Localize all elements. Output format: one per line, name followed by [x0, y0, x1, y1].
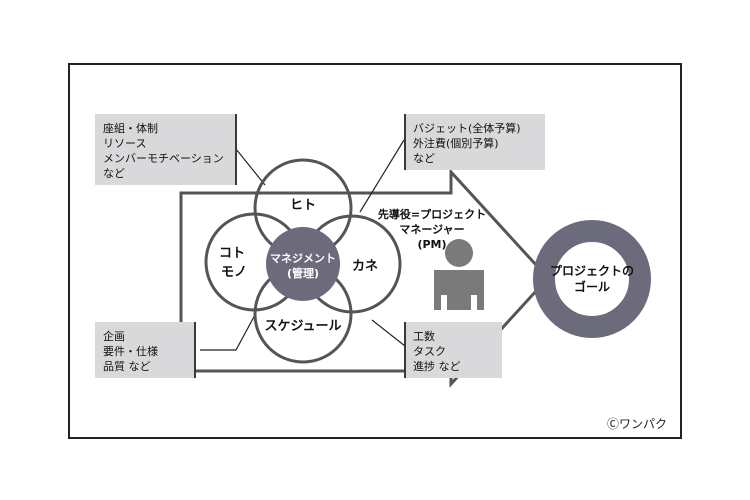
- management-sub-label: (管理): [287, 266, 319, 280]
- note-box-bottom-right: 工数 タスク 進捗 など: [404, 322, 502, 378]
- connector-lines: [200, 139, 406, 351]
- circle-label-kane: カネ: [352, 259, 378, 274]
- goal-ring: [533, 220, 651, 338]
- note-line: など: [413, 152, 435, 165]
- note-line: 要件・仕様: [103, 344, 158, 358]
- note-line: 進捗 など: [413, 359, 461, 373]
- note-line: 品質 など: [103, 359, 151, 373]
- goal-label-line: ゴール: [574, 279, 610, 294]
- copyright-text: Ⓒワンパク: [607, 417, 667, 431]
- note-box-top-left: 座組・体制 リソース メンバーモチベーション など: [95, 114, 237, 185]
- circle-label-hito: ヒト: [290, 198, 316, 213]
- note-line: 座組・体制: [103, 121, 158, 135]
- goal-label-line: プロジェクトの: [550, 263, 634, 278]
- note-line: 企画: [103, 329, 125, 343]
- management-circle: [266, 227, 340, 301]
- person-icon: [434, 239, 484, 310]
- circle-label-mono: モノ: [221, 265, 247, 280]
- management-label: マネジメント: [270, 252, 336, 265]
- circle-label-schedule: スケジュール: [264, 319, 341, 334]
- leader-label-line: (PM): [417, 238, 446, 251]
- note-line: メンバーモチベーション: [103, 152, 224, 165]
- leader-label-line: マネージャー: [399, 223, 464, 236]
- note-line: など: [103, 167, 125, 180]
- note-line: 工数: [413, 330, 435, 343]
- note-line: タスク: [413, 345, 446, 358]
- note-line: リソース: [103, 137, 146, 150]
- note-box-top-right: バジェット(全体予算) 外注費(個別予算) など: [404, 114, 545, 170]
- note-line: バジェット(全体予算): [413, 121, 521, 135]
- circle-label-koto: コト: [219, 246, 245, 261]
- note-box-bottom-left: 企画 要件・仕様 品質 など: [95, 322, 196, 378]
- note-line: 外注費(個別予算): [413, 136, 499, 150]
- leader-label-line: 先導役=プロジェクト: [378, 207, 486, 221]
